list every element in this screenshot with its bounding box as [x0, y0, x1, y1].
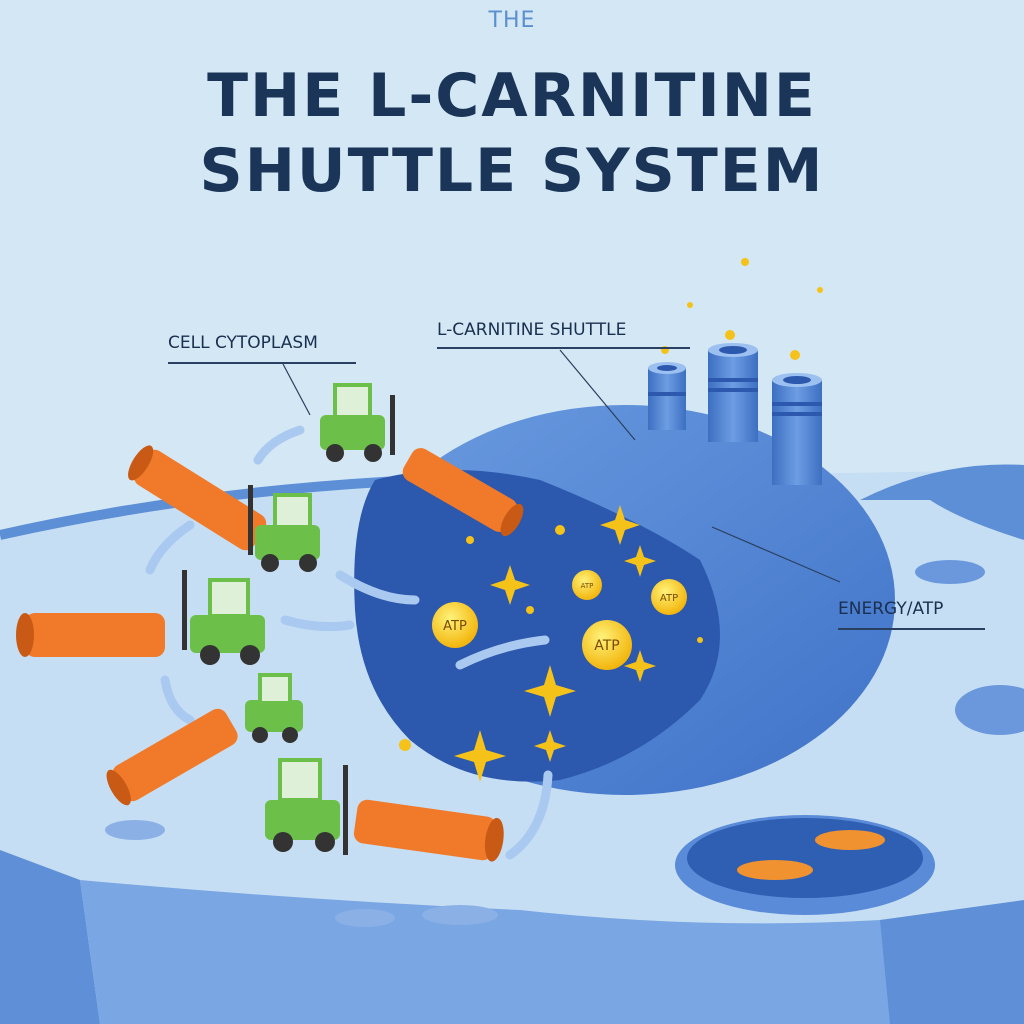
energy-sparkles [399, 258, 823, 782]
fatty-acid-cargo [16, 445, 524, 862]
label-underline [168, 362, 356, 364]
atp-label: ATP [594, 638, 619, 654]
atp-label: ATP [443, 619, 467, 634]
title-line-1: THE L-CARNITINE [207, 61, 817, 131]
transporter-channel [648, 343, 822, 485]
mitochondrial-matrix [354, 470, 720, 782]
organelle [105, 560, 1024, 927]
atp-molecule: ATP [432, 602, 478, 648]
label-cell-cytoplasm: CELL CYTOPLASM [168, 333, 318, 353]
label-underline [838, 628, 985, 630]
flow-arrows [145, 425, 553, 860]
atp-molecule: ATP [582, 620, 632, 670]
label-energy-atp: ENERGY/ATP [838, 599, 944, 619]
atp-label: ATP [660, 593, 678, 604]
atp-molecule: ATP [651, 579, 687, 615]
atp-label: ATP [581, 582, 594, 590]
atp-molecule: ATP [572, 570, 602, 600]
label-underline [437, 347, 690, 349]
title-line-2: SHUTTLE SYSTEM [199, 136, 825, 206]
forklift [182, 383, 395, 855]
title-kicker: THE [488, 8, 536, 33]
leader-lines [282, 349, 841, 583]
label-l-carnitine-shuttle: L-CARNITINE SHUTTLE [437, 320, 627, 340]
